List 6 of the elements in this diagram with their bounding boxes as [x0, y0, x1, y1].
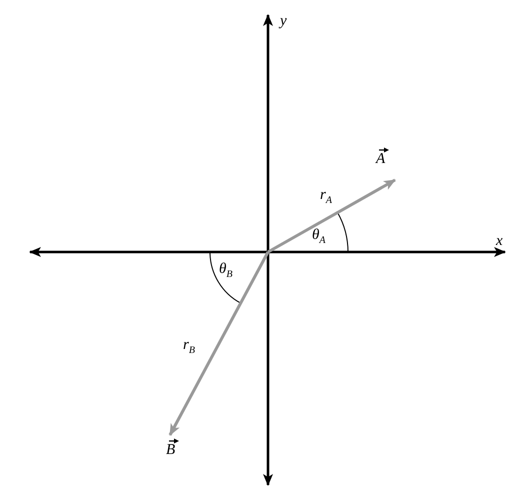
- angle-label: θ$_{B}$: [219, 262, 232, 280]
- angle-label: θ$_{A}$: [312, 228, 326, 246]
- magnitude-label: r$_{A}$: [320, 188, 332, 206]
- axis-label: y: [280, 14, 287, 29]
- axis-label: x: [496, 234, 503, 249]
- magnitude-label: r$_{B}$: [183, 338, 195, 356]
